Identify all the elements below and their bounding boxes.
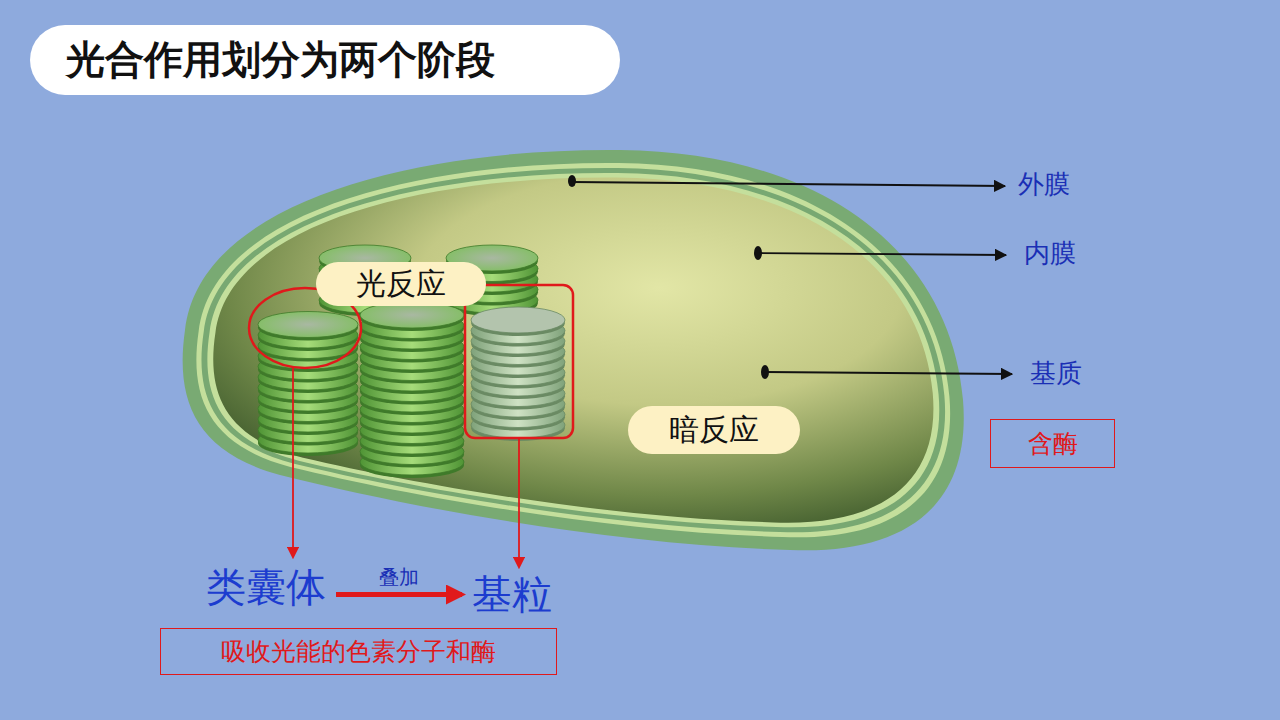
part-label: 基质 <box>1030 356 1082 391</box>
node-text: 含酶 <box>1028 427 1078 460</box>
stage-pill: 光反应 <box>316 262 486 306</box>
leader-line <box>518 438 520 563</box>
callout-lines <box>568 175 1012 379</box>
title: 光合作用划分为两个阶段 <box>30 25 620 95</box>
stage-pill: 暗反应 <box>628 406 800 454</box>
structure-name: 类囊体 <box>196 560 336 614</box>
thylakoid-disc <box>471 307 565 333</box>
node-text: 暗反应 <box>669 410 759 451</box>
thylakoid-disc <box>258 312 358 338</box>
node-text: 吸收光能的色素分子和酶 <box>221 635 496 668</box>
edge-label: 叠加 <box>379 564 419 591</box>
node-text: 基粒 <box>472 567 552 622</box>
note-box: 吸收光能的色素分子和酶 <box>160 628 557 675</box>
granum-stack <box>471 307 565 441</box>
note-box: 含酶 <box>990 419 1115 468</box>
node-text: 类囊体 <box>206 560 326 615</box>
stacking-arrow <box>336 592 462 597</box>
granum-stack <box>258 312 358 457</box>
part-label: 外膜 <box>1018 167 1070 202</box>
part-label: 内膜 <box>1024 236 1076 271</box>
granum-highlight <box>465 285 573 438</box>
granum-stack <box>360 302 464 478</box>
leader-line <box>292 368 294 553</box>
chloroplast-body <box>183 150 964 550</box>
structure-name: 基粒 <box>462 567 562 621</box>
node-text: 光反应 <box>356 264 446 305</box>
